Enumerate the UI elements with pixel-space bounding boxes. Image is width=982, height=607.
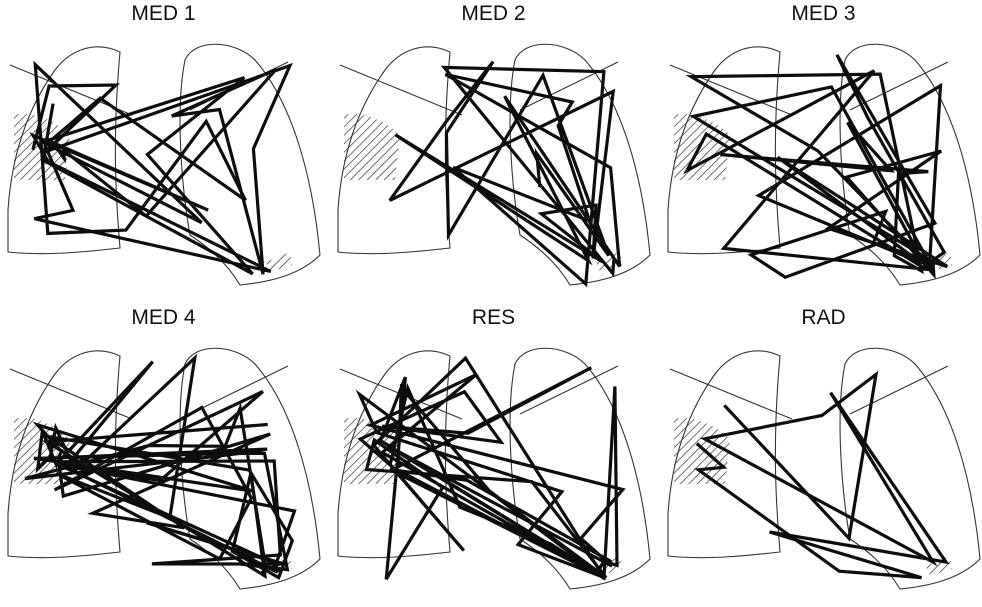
panel-title: MED 1 [131,2,196,25]
chest-diagram [7,347,321,590]
right-lung-outline [179,43,321,286]
chest-diagram [7,43,321,286]
trachea-line-right [849,61,949,111]
scanpath [29,60,293,276]
right-lung-outline [509,347,651,590]
scanpath [388,60,622,288]
right-lung-outline [839,347,981,590]
scanpath [355,355,626,581]
panel-title: MED 3 [791,2,856,25]
right-lung-outline [839,43,981,286]
trachea-line-right [519,61,619,111]
hatched-lesion [674,113,730,180]
hatched-lesion-small [266,252,292,272]
trachea-line-left [339,64,463,116]
panel-med1: MED 1 [0,0,327,303]
trachea-line-left [669,64,793,116]
panel-title: RAD [801,306,846,329]
hatched-lesion-small [596,252,622,272]
chest-diagram [337,347,651,590]
chest-diagram [337,43,651,288]
panel-title: MED 4 [131,306,196,329]
right-lung-outline [179,347,321,590]
trachea-line-right [849,365,949,415]
trachea-line-right [189,365,289,415]
panel-med4: MED 4 [0,304,327,607]
left-lung-outline [667,350,781,559]
panel-res: RES [330,304,657,607]
right-lung-outline [509,43,651,286]
scanpath [24,353,297,581]
scanpath [694,370,950,580]
trachea-line-right [519,365,619,415]
panel-title: RES [471,306,516,329]
trachea-line-left [669,368,793,420]
chest-diagram [667,347,981,590]
panel-med2: MED 2 [330,0,657,303]
scanpath [683,53,949,280]
panel-title: MED 2 [461,2,526,25]
chest-diagram [667,43,981,286]
panel-rad: RAD [660,304,982,607]
hatched-lesion [344,113,400,180]
panel-med3: MED 3 [660,0,982,303]
